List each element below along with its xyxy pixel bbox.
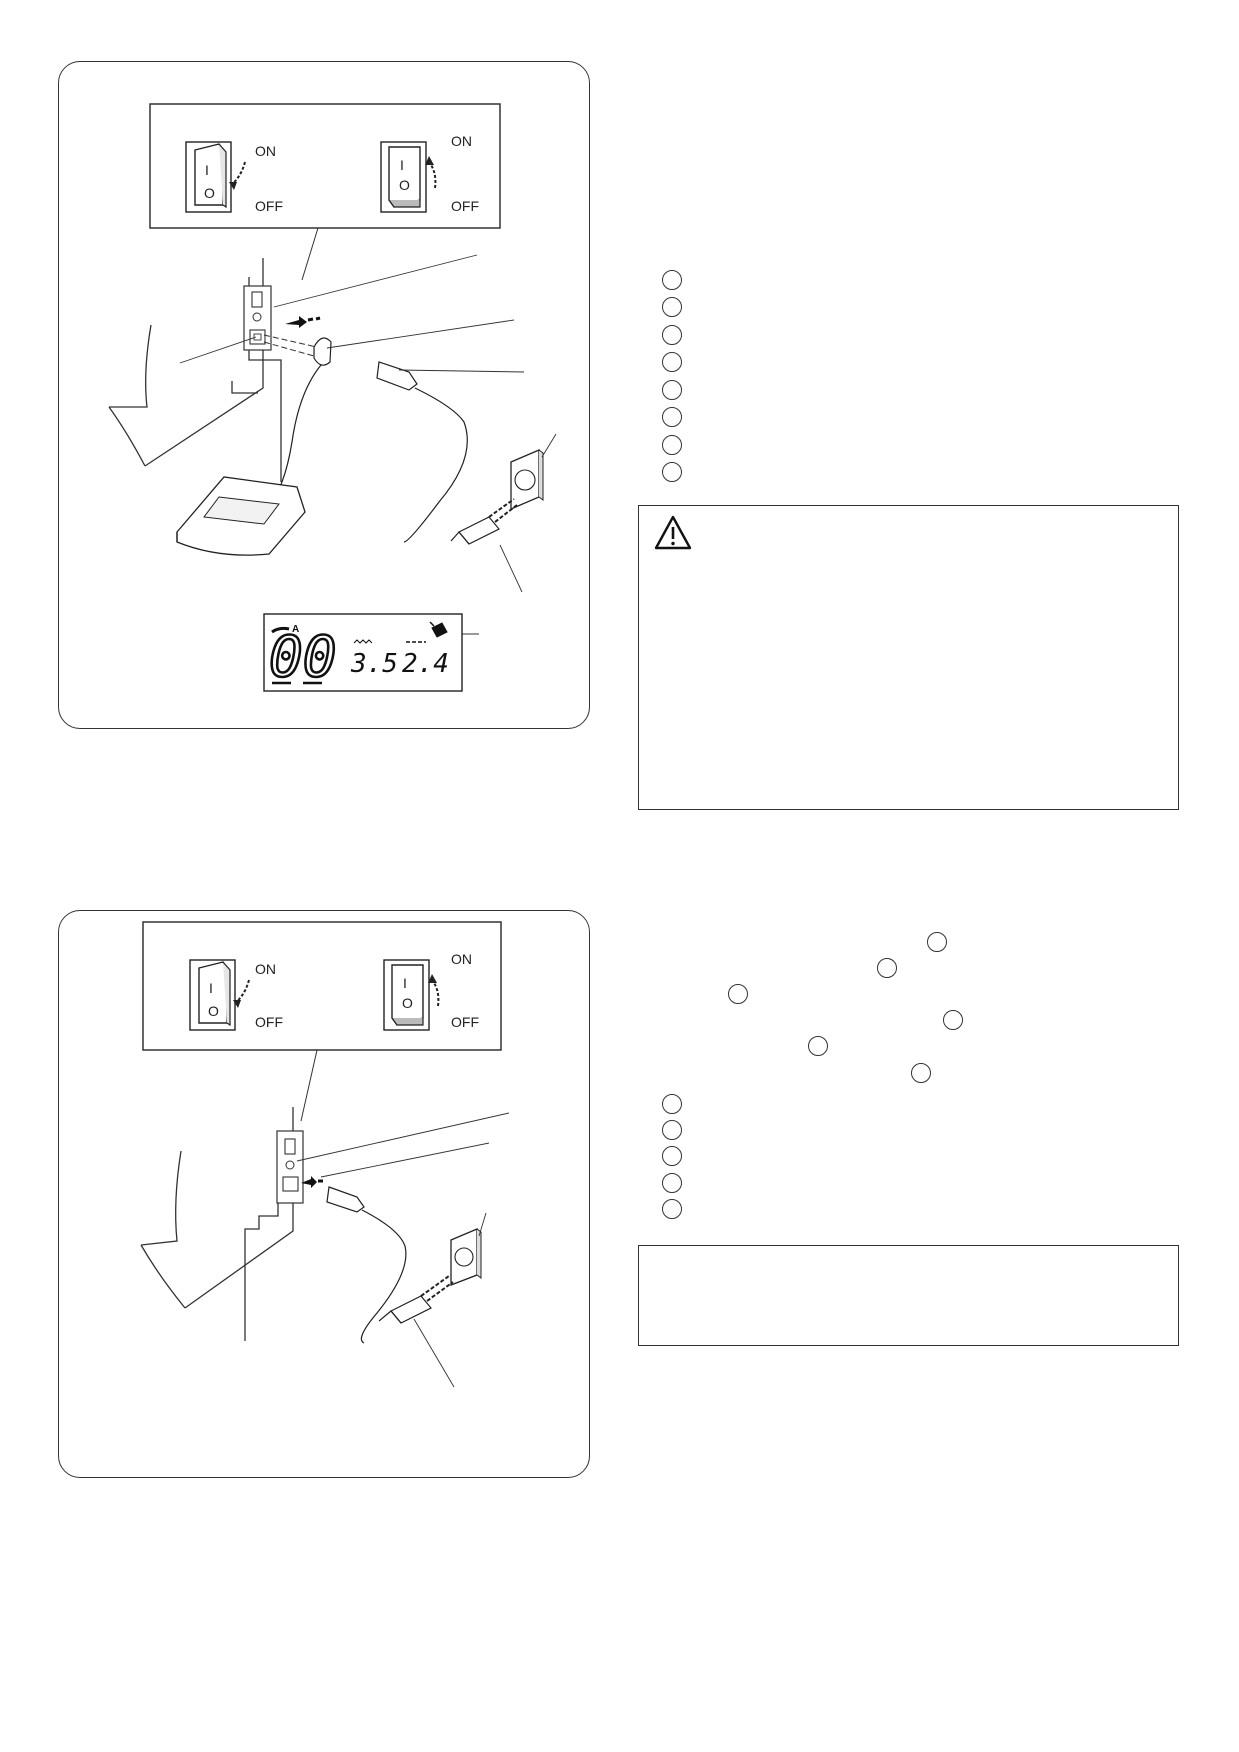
illustration-power-cord-connection: I O ON OFF I O ON OFF — [140, 921, 510, 1388]
switch-on-label-right: ON — [451, 133, 472, 149]
power-switch-on-position-icon: I O — [380, 141, 437, 213]
switch-off-label-right: OFF — [451, 1014, 479, 1030]
figure-panel-connect-power-cord: I O ON OFF I O ON OFF — [58, 910, 590, 1478]
warning-triangle-icon — [654, 515, 692, 550]
lcd-pattern-number: 00 — [269, 625, 336, 690]
inline-marker-6 — [911, 1063, 931, 1083]
part-marker-b5 — [662, 1199, 682, 1219]
lcd-display: A 00 3.5 2.4 — [263, 613, 463, 692]
switch-on-label-right: ON — [451, 951, 472, 967]
part-marker-b4 — [662, 1173, 682, 1193]
illustration-foot-control-connection: I O ON OFF I O ON OFF — [108, 103, 557, 692]
lcd-stitch-width: 3.5 — [350, 649, 398, 679]
svg-text:I: I — [209, 980, 213, 996]
part-marker-5 — [662, 380, 682, 400]
svg-text:O: O — [402, 995, 413, 1011]
svg-text:O: O — [208, 1003, 219, 1019]
inline-marker-4 — [943, 1010, 963, 1030]
inline-marker-1 — [927, 932, 947, 952]
inline-marker-5 — [808, 1036, 828, 1056]
inline-marker-2 — [877, 958, 897, 978]
inline-marker-3 — [728, 984, 748, 1004]
part-marker-3 — [662, 325, 682, 345]
svg-text:I: I — [400, 157, 404, 173]
svg-text:I: I — [205, 162, 209, 178]
power-switch-off-position-icon: I O — [189, 959, 250, 1031]
switch-on-label-left: ON — [255, 961, 276, 977]
part-marker-6 — [662, 407, 682, 427]
power-switch-off-position-icon: I O — [185, 141, 246, 213]
svg-text:O: O — [399, 177, 410, 193]
part-marker-4 — [662, 352, 682, 372]
part-marker-2 — [662, 297, 682, 317]
part-marker-7 — [662, 435, 682, 455]
lcd-stitch-length: 2.4 — [402, 649, 449, 679]
power-switch-on-position-icon: I O — [383, 959, 440, 1031]
svg-text:I: I — [403, 975, 407, 991]
part-marker-b3 — [662, 1146, 682, 1166]
part-marker-8 — [662, 462, 682, 482]
part-marker-1 — [662, 270, 682, 290]
switch-off-label-left: OFF — [255, 198, 283, 214]
svg-text:O: O — [204, 185, 215, 201]
lcd-indicator-letter: A — [292, 624, 299, 635]
switch-off-label-right: OFF — [451, 198, 479, 214]
part-marker-b2 — [662, 1120, 682, 1140]
switch-on-label-left: ON — [255, 143, 276, 159]
foot-control-icon — [429, 621, 448, 638]
figure-panel-connect-foot-control: I O ON OFF I O ON OFF — [58, 61, 590, 729]
switch-off-label-left: OFF — [255, 1014, 283, 1030]
note-box — [638, 1245, 1179, 1346]
warning-box — [638, 505, 1179, 810]
part-marker-b1 — [662, 1094, 682, 1114]
